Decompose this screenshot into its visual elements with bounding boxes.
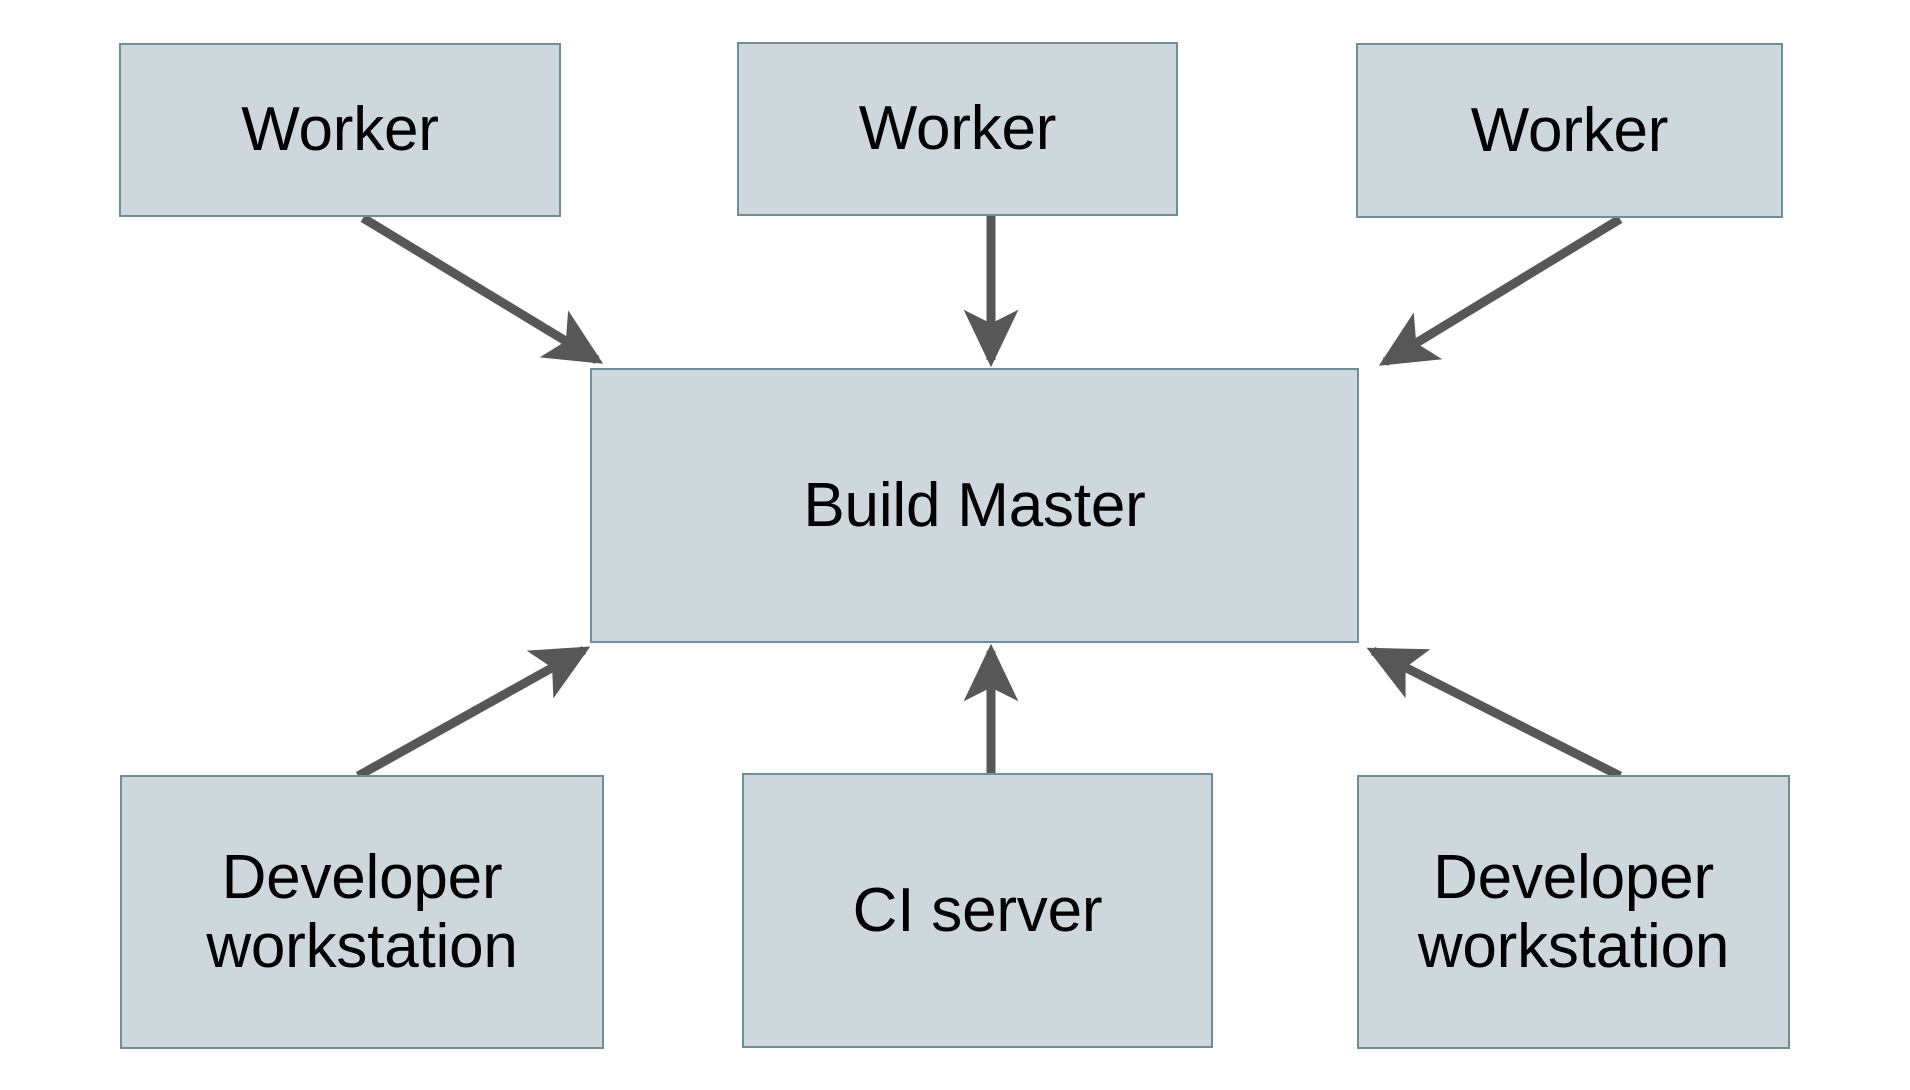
node-build-master[interactable]: Build Master — [590, 368, 1359, 643]
node-developer-workstation-left-label: Developer workstation — [206, 842, 518, 981]
node-worker-1-label: Worker — [241, 95, 439, 165]
node-worker-2[interactable]: Worker — [737, 42, 1178, 216]
edge-worker-3-to-build-master — [1378, 215, 1623, 366]
edge-dev-ws-left-to-build-master — [355, 646, 591, 780]
node-developer-workstation-left[interactable]: Developer workstation — [120, 775, 604, 1049]
edge-dev-ws-right-to-build-master — [1366, 646, 1623, 781]
node-build-master-label: Build Master — [803, 470, 1146, 540]
node-ci-server-label: CI server — [852, 875, 1103, 945]
node-worker-2-label: Worker — [858, 94, 1057, 164]
node-worker-3-label: Worker — [1470, 95, 1669, 165]
node-worker-1[interactable]: Worker — [119, 43, 561, 217]
edge-worker-1-to-build-master — [360, 214, 604, 364]
node-ci-server[interactable]: CI server — [742, 773, 1213, 1048]
node-developer-workstation-right-label: Developer workstation — [1417, 842, 1730, 981]
node-worker-3[interactable]: Worker — [1356, 43, 1783, 218]
node-developer-workstation-right[interactable]: Developer workstation — [1357, 775, 1790, 1049]
